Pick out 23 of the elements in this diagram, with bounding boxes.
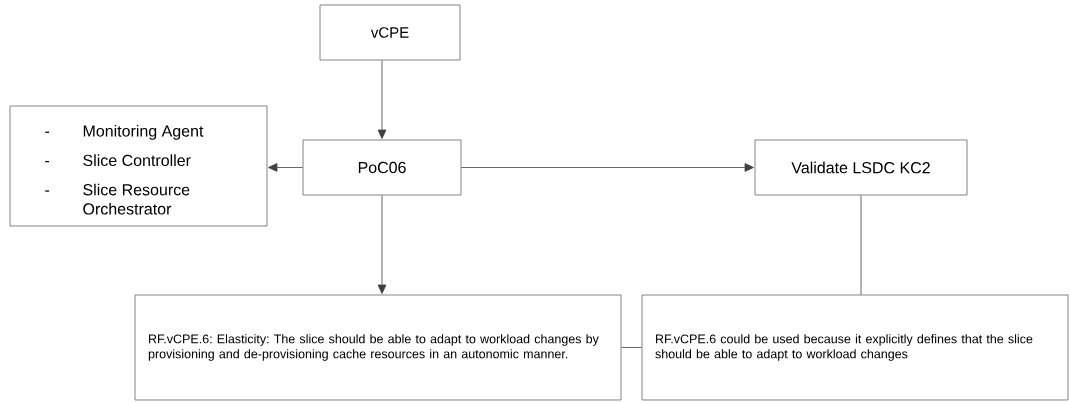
list-bullet: - xyxy=(45,161,50,163)
box-label: vCPE xyxy=(370,27,409,38)
arrow xyxy=(460,163,754,172)
list-item: Monitoring Agent xyxy=(83,124,204,140)
list-bullet: - xyxy=(45,131,50,133)
requirement-box xyxy=(134,294,622,401)
arrow xyxy=(377,59,387,139)
process-box xyxy=(754,139,968,196)
box-text: RF.vCPE.6 could be used because it explicitly defines that the slice should be able to adapt to workload changes xyxy=(655,334,1033,361)
box-label: PoC06 xyxy=(358,161,406,174)
arrow xyxy=(377,194,387,294)
process-box xyxy=(319,4,461,61)
connector-line xyxy=(860,194,862,296)
component-list-box xyxy=(9,105,268,227)
box-text: RF.vCPE.6: Elasticity: The slice should be able to adapt to workload changes by provisioning and de-provisioning cache resources in an autonomic manner. xyxy=(148,334,599,361)
list-item: Slice Resource Orchestrator xyxy=(83,183,190,215)
list-item: Slice Controller xyxy=(83,154,191,167)
list-bullet: - xyxy=(45,190,50,192)
justification-box xyxy=(641,294,1069,401)
connector-line xyxy=(620,347,643,348)
box-label: Validate LSDC KC2 xyxy=(791,161,930,174)
process-box xyxy=(302,139,462,196)
arrow xyxy=(268,163,304,172)
